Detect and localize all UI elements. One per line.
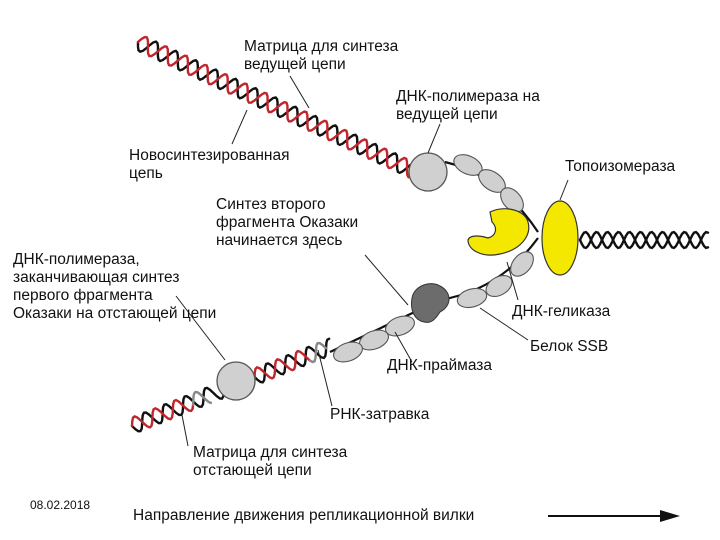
ssb-protein-icon — [485, 274, 513, 298]
ssb-label: Белок SSB — [530, 338, 609, 355]
topoisomerase-icon — [541, 200, 579, 276]
ssb-protein-icon — [456, 287, 488, 309]
leader-lines — [175, 75, 569, 447]
parental-helix-strand-0 — [578, 230, 710, 250]
lagging-polymerase-label: ДНК-полимераза, заканчивающая синтез пер… — [13, 251, 217, 322]
lagging-template-label: Матрица для синтеза отстающей цепи — [193, 444, 348, 479]
parental-helix — [578, 230, 710, 250]
primase-label: ДНК-праймаза — [387, 357, 493, 374]
ssb-protein-icon — [333, 341, 363, 363]
leading-polymerase-icon — [408, 152, 448, 192]
direction-label: Направление движения репликационной вилк… — [133, 507, 475, 524]
helicase-label: ДНК-геликаза — [512, 303, 611, 320]
rna-primer-label: РНК-затравка — [330, 406, 430, 423]
date-stamp: 08.02.2018 — [30, 498, 91, 512]
leading-polymerase-label: ДНК-полимераза на ведущей цепи — [396, 88, 540, 123]
ssb-protein-icon — [385, 315, 415, 337]
ssb-proteins — [333, 154, 534, 363]
leading-helix-strand-0 — [136, 35, 410, 179]
lagging-polymerase-icon — [216, 361, 256, 401]
primase-icon — [411, 283, 450, 323]
topoisomerase-label: Топоизомераза — [565, 158, 676, 175]
lagging-helix-strand-0 — [130, 398, 195, 429]
leading-helix — [136, 35, 417, 179]
leading-template-label: Матрица для синтеза ведущей цепи — [244, 38, 399, 73]
leading-helix-template — [136, 40, 417, 175]
ssb-protein-icon — [510, 251, 534, 277]
new-strand-label: Новосинтезированная цепь — [129, 147, 290, 182]
lagging-helix-strand-3 — [308, 341, 328, 364]
helicase-icon — [467, 208, 530, 256]
parental-helix-template — [578, 230, 710, 250]
okazaki-start-label: Синтез второго фрагмента Оказаки начинае… — [216, 196, 359, 249]
ssb-protein-icon — [500, 187, 524, 213]
lagging-helix-strand-1 — [191, 390, 213, 406]
arrow-right-icon — [548, 510, 680, 522]
